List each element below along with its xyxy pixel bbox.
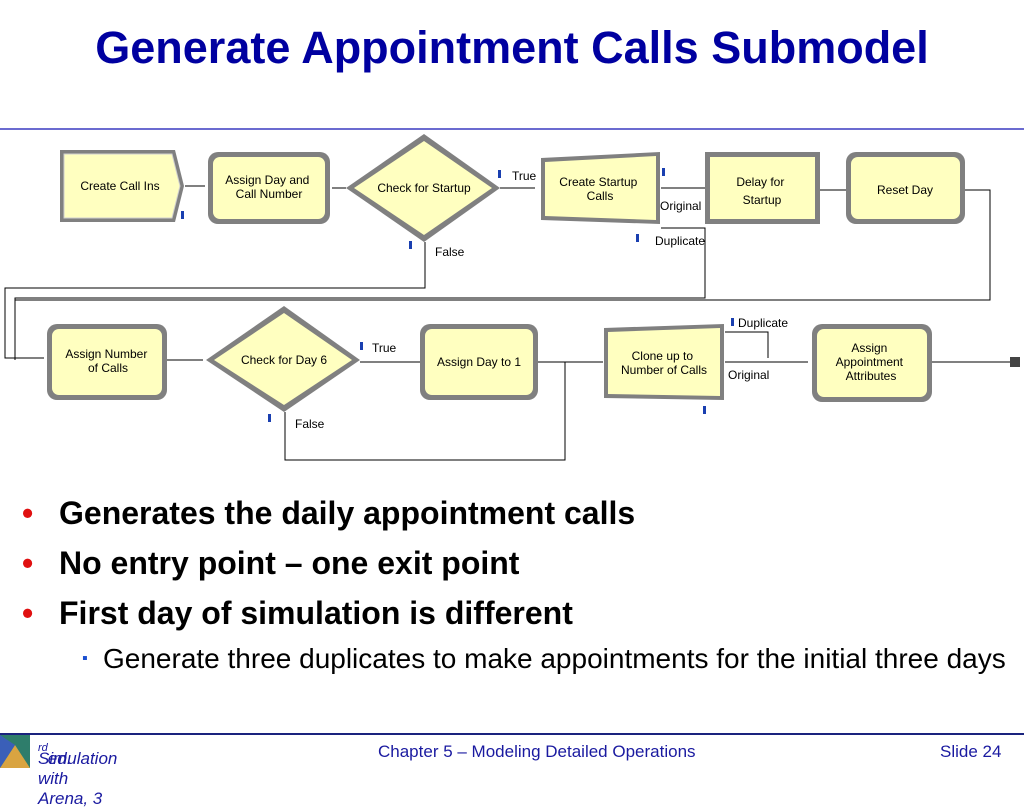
exit-point — [1010, 357, 1020, 367]
module-label: Create Call Ins — [80, 179, 159, 193]
module-label: Startup — [743, 193, 782, 207]
branch-label-true: True — [512, 169, 537, 183]
module-label: Call Number — [236, 187, 303, 201]
delay-for-startup-module[interactable]: Delay for Startup — [705, 152, 820, 224]
footer-slide-number: Slide 24 — [940, 742, 1002, 761]
module-label: Assign Day to 1 — [437, 355, 521, 369]
slide-title: Generate Appointment Calls Submodel — [95, 22, 929, 73]
decision-label: Check for Day 6 — [241, 353, 327, 367]
bullet-icon: • — [22, 595, 34, 631]
assign-day-call-number-module[interactable]: Assign Day and Call Number — [208, 152, 330, 224]
branch-label-original: Original — [728, 368, 769, 382]
footer-edition-sup: rd — [38, 742, 48, 754]
svg-text:Create Startup Calls: Create Startup Calls — [559, 175, 640, 203]
bullet-text: Generates the daily appointment calls — [59, 495, 636, 531]
svg-text:Clone up to Number of Ca: Clone up to Number of Calls — [621, 349, 707, 377]
module-label: Appointment — [836, 355, 904, 369]
clone-up-to-number-of-calls-module[interactable]: Clone up to Number of Calls — [604, 324, 724, 400]
module-label: Assign Day and — [225, 173, 309, 187]
arena-logo-icon — [0, 735, 30, 768]
bullet-icon: • — [22, 545, 34, 581]
check-for-day6-decision[interactable]: Check for Day 6 — [206, 306, 360, 412]
reset-day-module[interactable]: Reset Day — [846, 152, 965, 224]
svg-text:Delay for Startup: Delay for Startup — [736, 175, 787, 207]
startup-false-connector — [4, 242, 426, 359]
assign-appointment-attributes-module[interactable]: Assign Appointment Attributes — [812, 324, 932, 402]
footer-book-title-suffix: ed. — [47, 749, 72, 768]
sub-bullet-icon: ▪ — [82, 650, 88, 667]
animation-markers — [181, 168, 734, 422]
module-label: Assign — [851, 341, 887, 355]
module-label: Number of Calls — [621, 363, 707, 377]
connectors — [4, 185, 1010, 461]
bullet-item: • Generates the daily appointment calls — [22, 488, 1012, 538]
svg-text:Assign Appointment: Assign Appointment Attributes — [836, 341, 907, 383]
bullet-item: • No entry point – one exit point — [22, 538, 1012, 588]
module-label: Assign Number — [65, 347, 147, 361]
svg-text:Create Call Ins: Create Call Ins — [80, 179, 159, 193]
branch-label-original: Original — [660, 199, 701, 213]
branch-label-true: True — [372, 341, 397, 355]
sub-bullet-text: Generate three duplicates to make appoin… — [103, 643, 1006, 674]
check-for-startup-decision[interactable]: Check for Startup — [346, 134, 500, 242]
module-label: Create Startup — [559, 175, 637, 189]
create-call-ins-module[interactable]: Create Call Ins — [60, 150, 184, 222]
module-label: Reset Day — [877, 183, 933, 197]
bullet-text: First day of simulation is different — [59, 595, 573, 631]
create-startup-calls-module[interactable]: Create Startup Calls — [541, 152, 660, 224]
assign-number-of-calls-module[interactable]: Assign Number of Calls — [47, 324, 167, 400]
sub-bullet-item: ▪ Generate three duplicates to make appo… — [22, 642, 1012, 676]
branch-label-duplicate: Duplicate — [738, 316, 788, 330]
module-label: Attributes — [846, 369, 897, 383]
module-label: Clone up to — [632, 349, 694, 363]
flowchart-diagram: Create Call Ins Assign Day and Call Numb… — [4, 134, 1020, 461]
branch-label-false: False — [295, 417, 325, 431]
module-label: of Calls — [88, 361, 128, 375]
bullet-text: No entry point – one exit point — [59, 545, 520, 581]
module-label: Delay for — [736, 175, 784, 189]
bullet-item: • First day of simulation is different — [22, 588, 1012, 638]
svg-text:Assign Day and Call Numb: Assign Day and Call Number — [225, 173, 312, 201]
assign-day-to-1-module[interactable]: Assign Day to 1 — [420, 324, 538, 400]
title-divider — [0, 128, 1024, 130]
bullet-icon: • — [22, 495, 34, 531]
decision-label: Check for Startup — [377, 181, 471, 195]
svg-text:Assign Number of Calls: Assign Number of Calls — [65, 347, 150, 375]
bullet-list: • Generates the daily appointment calls … — [22, 488, 1012, 676]
branch-label-duplicate: Duplicate — [655, 234, 705, 248]
footer-divider — [0, 733, 1024, 735]
branch-label-false: False — [435, 245, 465, 259]
module-label: Calls — [587, 189, 614, 203]
footer-chapter: Chapter 5 – Modeling Detailed Operations — [378, 742, 696, 761]
